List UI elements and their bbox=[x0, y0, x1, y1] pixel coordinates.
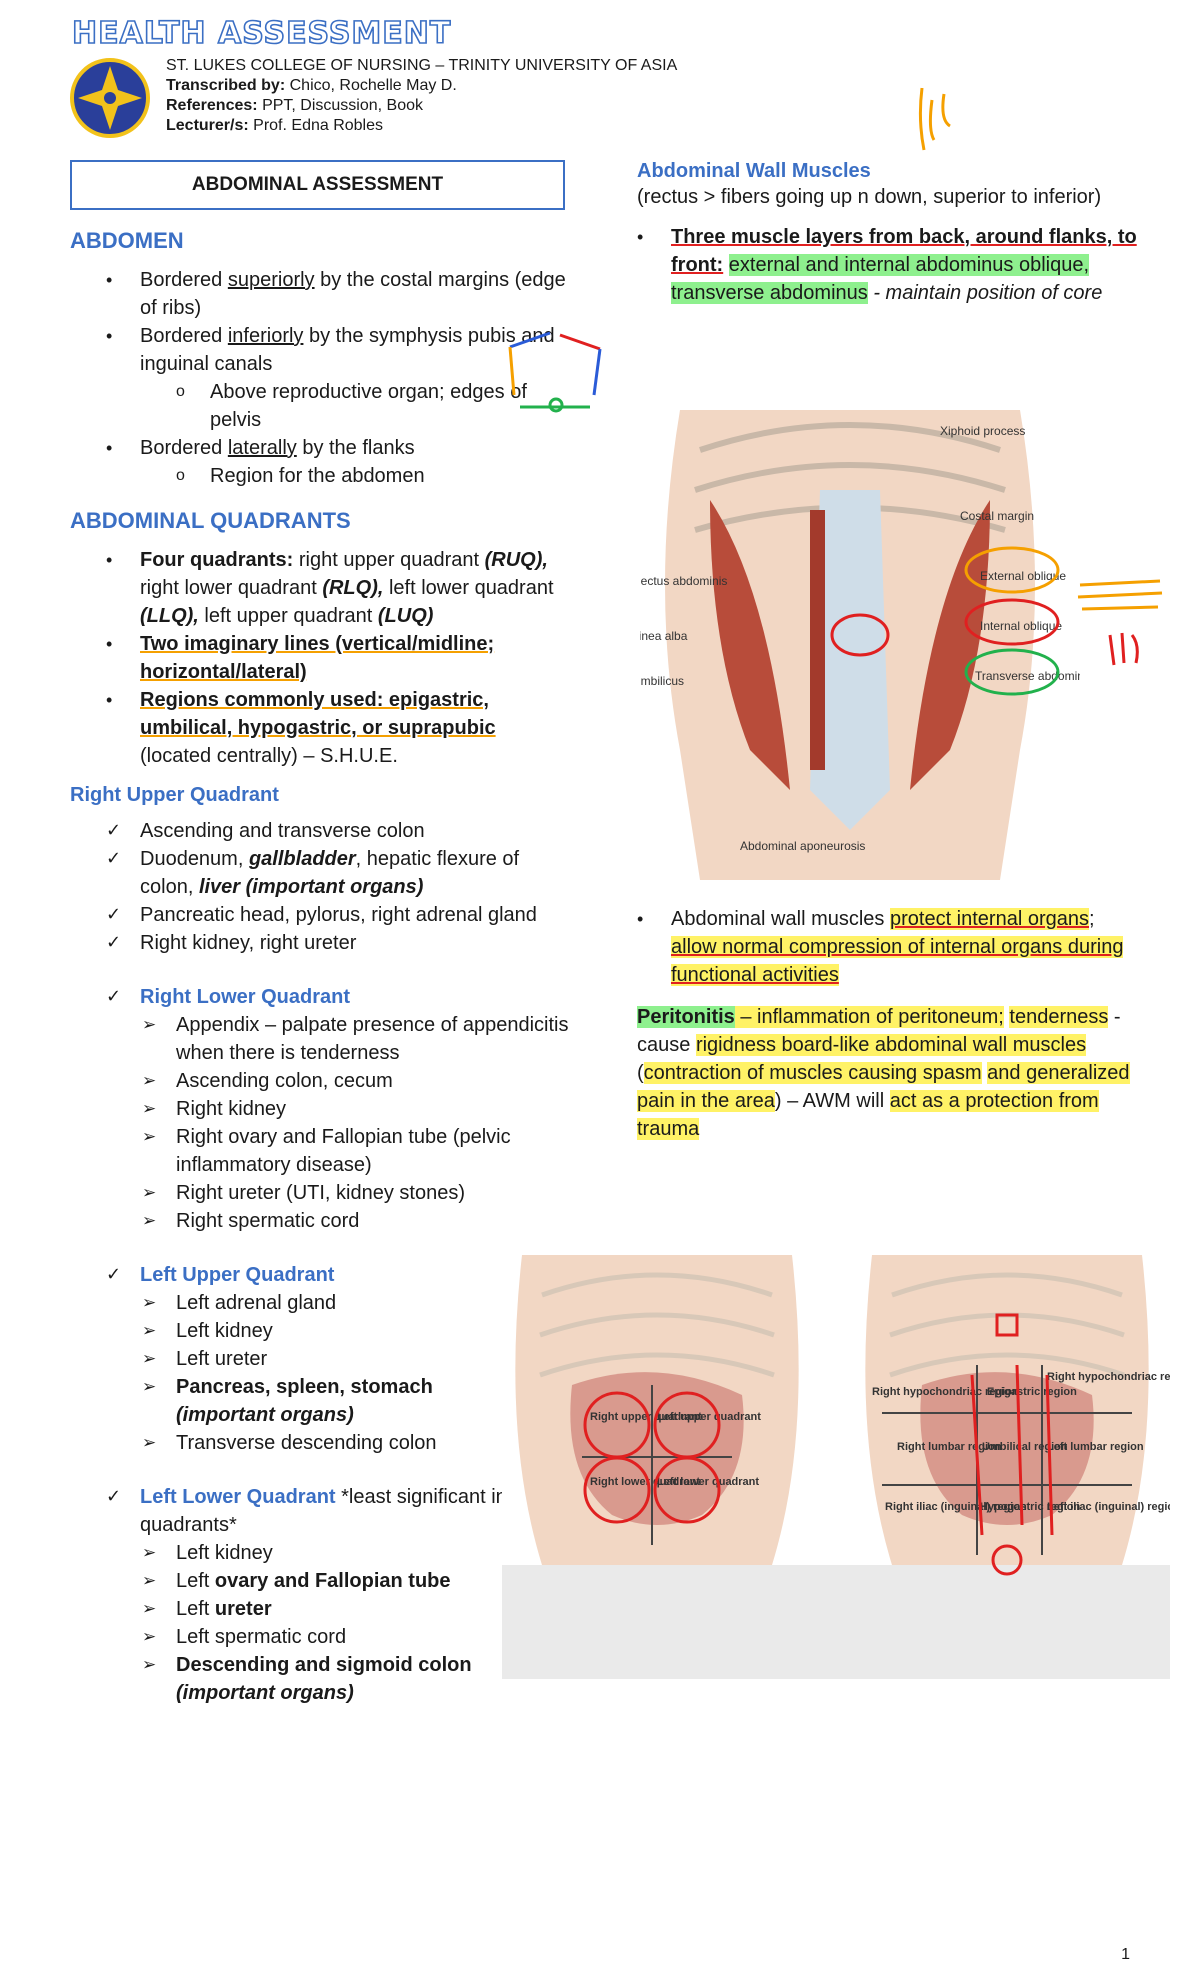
list-item: Two imaginary lines (vertical/midline; h… bbox=[70, 630, 570, 686]
list-item: Right spermatic cord bbox=[70, 1207, 570, 1235]
left-column: ABDOMINAL ASSESSMENT ABDOMEN Bordered su… bbox=[70, 160, 570, 1707]
llq-list: Left kidney Left ovary and Fallopian tub… bbox=[140, 1539, 570, 1707]
list-item: Right ureter (UTI, kidney stones) bbox=[70, 1179, 570, 1207]
label-rectus: Rectus abdominis bbox=[640, 574, 727, 588]
list-item: Bordered superiorly by the costal margin… bbox=[70, 266, 570, 322]
page-number: 1 bbox=[1121, 1946, 1130, 1963]
list-item: Left ovary and Fallopian tube bbox=[70, 1567, 570, 1595]
list-item: Ascending colon, cecum bbox=[70, 1067, 570, 1095]
heading-abdomen: ABDOMEN bbox=[70, 228, 184, 253]
label-transverse: Transverse abdominis bbox=[975, 669, 1080, 683]
list-item: Regions commonly used: epigastric, umbil… bbox=[70, 686, 570, 770]
list-item: Abdominal wall muscles protect internal … bbox=[601, 905, 1137, 989]
sub-list-item: Region for the abdomen bbox=[68, 462, 570, 490]
transcribed-value: Chico, Rochelle May D. bbox=[289, 77, 457, 94]
list-item: Right ovary and Fallopian tube (pelvic i… bbox=[70, 1123, 570, 1179]
references-value: PPT, Discussion, Book bbox=[262, 97, 424, 114]
heading-luq: Left Upper Quadrant bbox=[140, 1264, 335, 1286]
list-item: Three muscle layers from back, around fl… bbox=[601, 223, 1137, 307]
label-aponeurosis: Abdominal aponeurosis bbox=[740, 839, 865, 853]
list-item: Left ureter bbox=[70, 1595, 570, 1623]
ruq-list: Ascending and transverse colon Duodenum,… bbox=[70, 817, 570, 957]
abdominal-quadrants-regions-figure: Right upper quadrant Left upper quadrant… bbox=[502, 1235, 1170, 1679]
transcribed-label: Transcribed by: bbox=[166, 77, 286, 94]
list-item: Left Upper Quadrant Left adrenal gland L… bbox=[70, 1261, 570, 1457]
label-epigastric: Epigastric region bbox=[987, 1386, 1077, 1398]
list-item: Pancreatic head, pylorus, right adrenal … bbox=[70, 901, 570, 929]
list-item: Bordered inferiorly by the symphysis pub… bbox=[70, 322, 570, 434]
label-right-iliac: Right iliac (inguinal) region bbox=[885, 1501, 1027, 1513]
label-left-lumbar: Left lumbar region bbox=[1047, 1441, 1144, 1453]
label-costal: Costal margin bbox=[960, 509, 1034, 523]
list-item: Four quadrants: right upper quadrant (RU… bbox=[70, 546, 570, 630]
lecturer-value: Prof. Edna Robles bbox=[253, 117, 384, 134]
list-item: Right kidney bbox=[70, 1095, 570, 1123]
list-item: Left adrenal gland bbox=[70, 1289, 570, 1317]
list-item: Appendix – palpate presence of appendici… bbox=[70, 1011, 570, 1067]
list-item: Left Lower Quadrant *least significant i… bbox=[70, 1483, 570, 1707]
list-item: Duodenum, gallbladder, hepatic flexure o… bbox=[70, 845, 570, 901]
luq-section: Left Upper Quadrant Left adrenal gland L… bbox=[70, 1261, 570, 1457]
lecturer-label: Lecturer/s: bbox=[166, 117, 249, 134]
label-right-hypochondriac: Right hypochondriac region bbox=[872, 1386, 1019, 1398]
school-name: ST. LUKES COLLEGE OF NURSING – TRINITY U… bbox=[166, 57, 678, 74]
rlq-list: Appendix – palpate presence of appendici… bbox=[140, 1011, 570, 1235]
heading-ruq: Right Upper Quadrant bbox=[70, 784, 279, 806]
abdomen-list: Bordered superiorly by the costal margin… bbox=[70, 266, 570, 490]
heading-awm: Abdominal Wall Muscles bbox=[637, 160, 871, 182]
label-xiphoid: Xiphoid process bbox=[940, 424, 1025, 438]
rlq-section: Right Lower Quadrant Appendix – palpate … bbox=[70, 983, 570, 1235]
college-logo bbox=[70, 58, 150, 138]
list-item: Descending and sigmoid colon(important o… bbox=[70, 1651, 570, 1707]
abdomen-border-sketch bbox=[508, 331, 602, 413]
document-header: HEALTH ASSESSMENT ST. LUKES COLLEGE OF N… bbox=[70, 15, 770, 138]
sub-list-item: Above reproductive organ; edges of pelvi… bbox=[68, 378, 570, 434]
list-item: Left spermatic cord bbox=[70, 1623, 570, 1651]
label-internal-oblique: Internal oblique bbox=[980, 619, 1062, 633]
awm-subtitle: (rectus > fibers going up n down, superi… bbox=[637, 186, 1102, 208]
label-linea-alba: Linea alba bbox=[640, 629, 688, 643]
list-item: Left kidney bbox=[70, 1317, 570, 1345]
header-meta: ST. LUKES COLLEGE OF NURSING – TRINITY U… bbox=[166, 56, 677, 136]
list-item: Right kidney, right ureter bbox=[70, 929, 570, 957]
awm-function-block: Abdominal wall muscles protect internal … bbox=[637, 905, 1137, 1143]
awm-list-2: Abdominal wall muscles protect internal … bbox=[601, 905, 1137, 989]
llq-section: Left Lower Quadrant *least significant i… bbox=[70, 1483, 570, 1707]
abdominal-wall-muscles-figure: Xiphoid process Costal margin Rectus abd… bbox=[640, 390, 1080, 880]
list-item: Pancreas, spleen, stomach(important orga… bbox=[70, 1373, 570, 1429]
awm-list: Three muscle layers from back, around fl… bbox=[601, 223, 1137, 307]
references-label: References: bbox=[166, 97, 258, 114]
heading-rlq: Right Lower Quadrant bbox=[140, 986, 350, 1008]
luq-list: Left adrenal gland Left kidney Left uret… bbox=[140, 1289, 570, 1457]
label-llq: Left lower quadrant bbox=[657, 1476, 759, 1488]
label-left-iliac: Left iliac (inguinal) region bbox=[1047, 1501, 1170, 1513]
list-item: Transverse descending colon bbox=[70, 1429, 570, 1457]
heading-llq: Left Lower Quadrant bbox=[140, 1486, 336, 1508]
label-hypogastric: Hypogastric region bbox=[980, 1501, 1081, 1513]
brand-title: HEALTH ASSESSMENT bbox=[71, 15, 452, 52]
orange-ink-scribble bbox=[918, 87, 951, 151]
label-rlq: Right lower quadrant bbox=[590, 1476, 700, 1488]
llq-note: *least significant in all quadrants* bbox=[140, 1486, 533, 1536]
quadrants-list: Four quadrants: right upper quadrant (RU… bbox=[70, 546, 570, 770]
label-umbilicus: Umbilicus bbox=[640, 674, 684, 688]
label-left-hypochondriac: Right hypochondriac region bbox=[1047, 1371, 1170, 1383]
label-ruq: Right upper quadrant bbox=[590, 1411, 702, 1423]
section-title-box: ABDOMINAL ASSESSMENT bbox=[70, 160, 565, 210]
peritonitis-paragraph: Peritonitis – inflammation of peritoneum… bbox=[637, 1006, 1130, 1140]
heading-quadrants: ABDOMINAL QUADRANTS bbox=[70, 508, 351, 533]
right-column: Abdominal Wall Muscles (rectus > fibers … bbox=[637, 160, 1137, 307]
list-item: Left kidney bbox=[70, 1539, 570, 1567]
list-item: Left ureter bbox=[70, 1345, 570, 1373]
list-item: Ascending and transverse colon bbox=[70, 817, 570, 845]
label-external-oblique: External oblique bbox=[980, 569, 1066, 583]
label-umbilical: Umbilical region bbox=[982, 1441, 1068, 1453]
label-luq: Left upper quadrant bbox=[657, 1411, 761, 1423]
ink-scribbles bbox=[1077, 579, 1163, 666]
list-item: Bordered laterally by the flanks Region … bbox=[70, 434, 570, 490]
list-item: Right Lower Quadrant Appendix – palpate … bbox=[70, 983, 570, 1235]
